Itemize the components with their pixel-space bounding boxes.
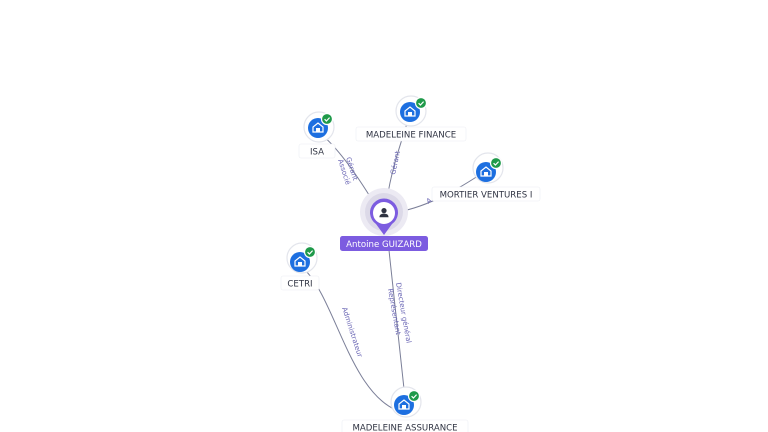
person-name: Antoine GUIZARD (346, 240, 422, 250)
building-icon (294, 256, 306, 267)
building-icon (398, 399, 410, 410)
company-node-cetri[interactable]: CETRI (280, 242, 320, 291)
company-node-madeleine-finance[interactable]: MADELEINE FINANCE (355, 95, 467, 142)
building-icon (480, 166, 492, 177)
company-label-isa: ISA (310, 148, 324, 158)
verified-check-icon (320, 112, 334, 126)
verified-check-icon (303, 245, 317, 259)
edge-label-mortier-ventures: A (425, 196, 433, 205)
edge-label-cetri-administrateur: Administrateur (340, 306, 364, 358)
person-icon (379, 208, 389, 218)
person-badge (340, 236, 428, 251)
verified-check-icon (407, 389, 421, 403)
person-node[interactable]: Antoine GUIZARD (340, 188, 428, 251)
company-label-cetri: CETRI (287, 280, 312, 290)
building-icon (404, 106, 416, 117)
edge-person-madeleine-assurance[interactable] (388, 249, 406, 399)
verified-check-icon (414, 96, 428, 110)
company-node-mortier-ventures[interactable]: MORTIER VENTURES I (431, 152, 541, 202)
edge-label-madeleine-finance-gerant: Gérant (389, 150, 402, 175)
company-label-madeleine-finance: MADELEINE FINANCE (366, 131, 456, 141)
company-label-mortier-ventures: MORTIER VENTURES I (440, 191, 533, 201)
edge-labels: Gérant Associé Gérant A Directeur généra… (336, 150, 433, 358)
company-label-madeleine-assurance: MADELEINE ASSURANCE (352, 424, 457, 432)
company-node-madeleine-assurance[interactable]: MADELEINE ASSURANCE (341, 386, 469, 432)
building-icon (312, 122, 324, 133)
company-node-isa[interactable]: ISA (298, 111, 336, 159)
verified-check-icon (489, 156, 503, 170)
